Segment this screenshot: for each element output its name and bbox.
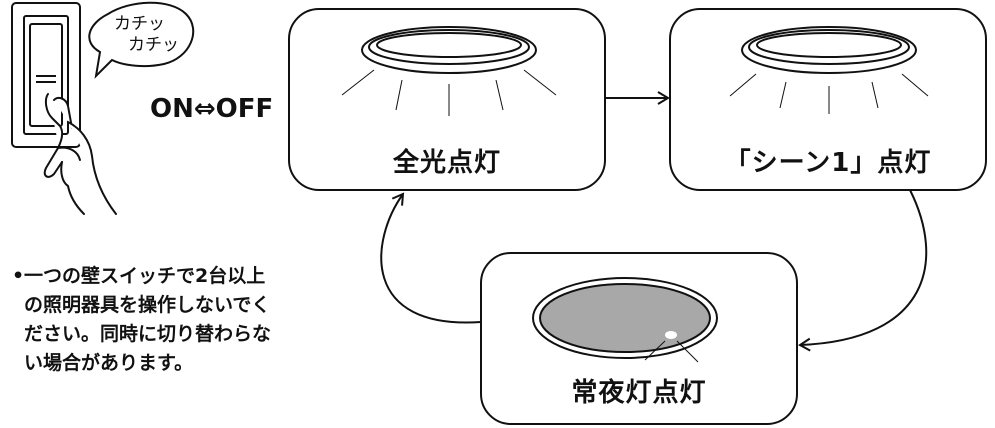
mode-label-full-light: 全光点灯 bbox=[392, 148, 501, 178]
ceiling-light-icon-nightlight bbox=[532, 277, 718, 363]
on-off-label: ON⇔OFF bbox=[150, 94, 274, 124]
switch-plate bbox=[11, 2, 81, 148]
caution-note: • 一つの壁スイッチで2台以上 の照明器具を操作しないでく ださい。同時に切り替… bbox=[8, 262, 298, 378]
click-sound-line-1: カチッ bbox=[114, 14, 165, 34]
note-line-4: い場合があります。 bbox=[24, 352, 194, 374]
light-rays-nightlight bbox=[644, 340, 699, 363]
mode-label-scene1: 「シーン1」点灯 bbox=[724, 148, 932, 178]
note-bullet: • bbox=[12, 265, 25, 287]
hand-icon bbox=[43, 93, 117, 215]
nightlight-lens bbox=[539, 283, 711, 353]
ceiling-light-icon-scene1 bbox=[729, 26, 929, 114]
note-line-1: 一つの壁スイッチで2台以上 bbox=[24, 265, 266, 287]
ceiling-light-icon-full bbox=[341, 26, 557, 116]
click-sound-line-2: カチッ bbox=[128, 35, 179, 55]
wall-switch-illustration bbox=[11, 2, 81, 148]
sound-bubble bbox=[88, 1, 195, 79]
switch-frame bbox=[23, 15, 69, 135]
note-line-3: ださい。同時に切り替わらな bbox=[24, 323, 272, 345]
nightlight-lamp bbox=[665, 331, 677, 339]
arrow-nightlight-to-full bbox=[380, 192, 482, 324]
mode-label-nightlight: 常夜灯点灯 bbox=[571, 378, 707, 408]
light-rays-scene1 bbox=[729, 73, 929, 114]
mode-box-nightlight bbox=[480, 252, 798, 425]
switch-rocker bbox=[29, 23, 63, 127]
mode-box-full-light bbox=[288, 8, 606, 191]
click-sound-text: カチッ カチッ bbox=[114, 14, 179, 56]
arrow-scene1-to-nightlight bbox=[798, 189, 928, 352]
note-line-2: の照明器具を操作しないでく bbox=[24, 294, 271, 316]
light-rays-full bbox=[341, 69, 557, 116]
mode-box-scene1 bbox=[669, 8, 987, 191]
